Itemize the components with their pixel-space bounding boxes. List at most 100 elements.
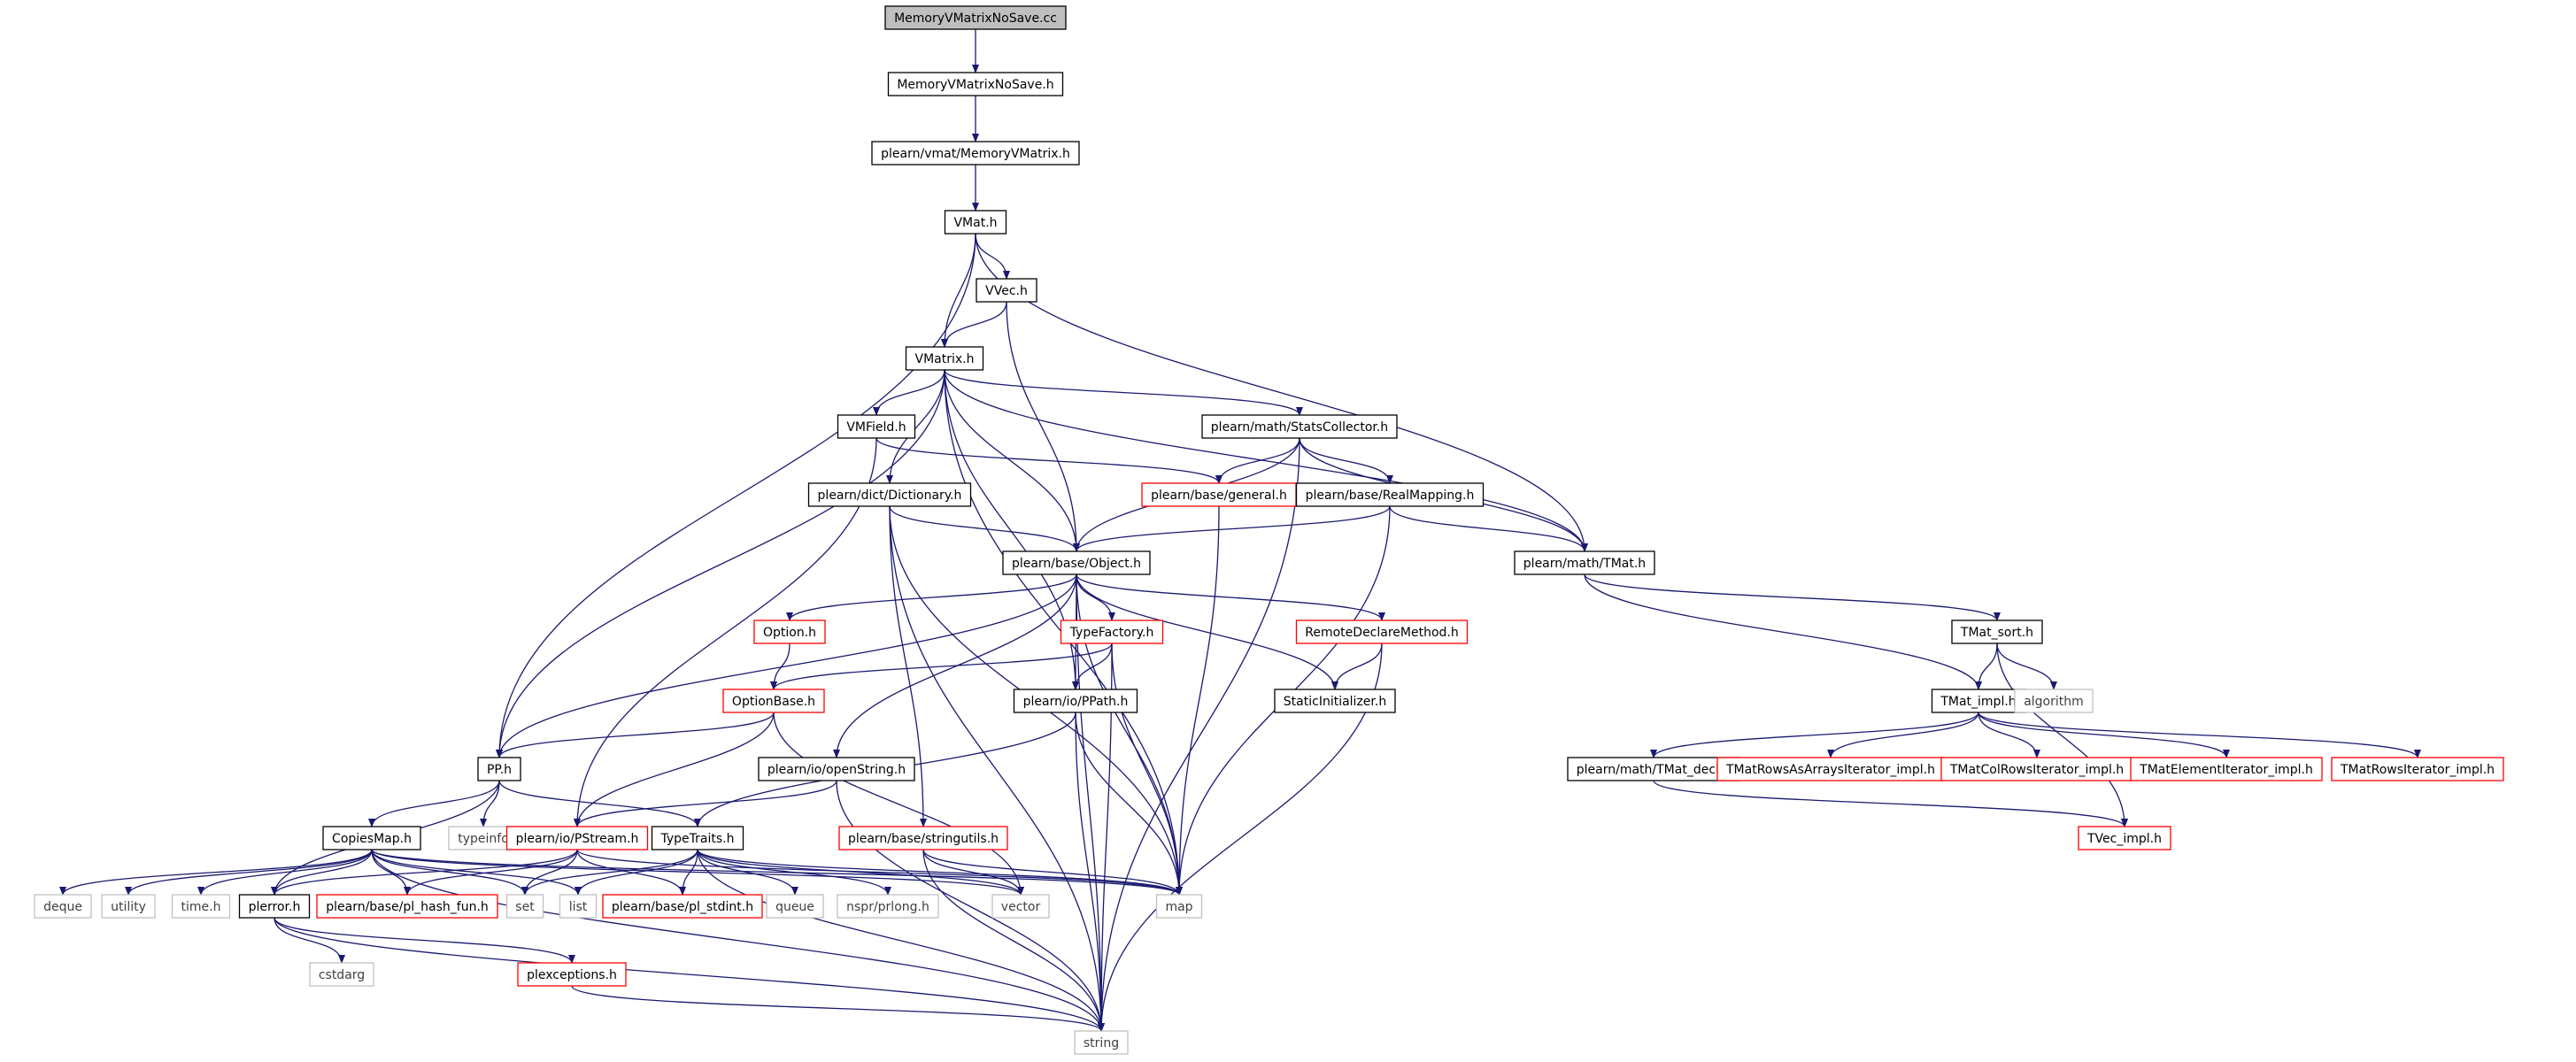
- node-general_h[interactable]: plearn/base/general.h: [1141, 482, 1297, 507]
- edge-PStream_h-to-pl_stdint_h: [576, 849, 686, 896]
- edge-Object_h-to-StaticInitializer_h: [1076, 573, 1338, 690]
- node-label: plearn/base/pl_stdint.h: [612, 900, 753, 914]
- node-vector[interactable]: vector: [991, 894, 1050, 919]
- node-box: [991, 894, 1050, 919]
- node-MemoryVMatrix_h[interactable]: plearn/vmat/MemoryVMatrix.h: [871, 141, 1080, 165]
- node-label: time.h: [181, 900, 221, 914]
- node-pl_stdint_h[interactable]: plearn/base/pl_stdint.h: [602, 894, 763, 919]
- node-Option_h[interactable]: Option.h: [753, 620, 826, 644]
- edge-PP_h-to-CopiesMap_h: [368, 780, 500, 827]
- edge-CopiesMap_h-to-string: [371, 849, 1105, 1032]
- node-MemoryVMatrixNoSave_h[interactable]: MemoryVMatrixNoSave.h: [887, 72, 1064, 96]
- node-TMatRowsAsArraysIterator_impl_h[interactable]: TMatRowsAsArraysIterator_impl.h: [1716, 757, 1945, 781]
- edge-StatsCollector_h-to-RealMapping_h: [1299, 437, 1393, 484]
- node-utility[interactable]: utility: [101, 894, 156, 919]
- node-TMat_sort_h[interactable]: TMat_sort.h: [1951, 620, 2043, 644]
- edge-Object_h-to-RemoteDeclareMethod_h: [1076, 573, 1385, 621]
- edge-TypeTraits_h-to-list: [575, 849, 698, 896]
- edge-TMat_impl_h-to-TMatColRowsIterator_impl_h: [1978, 712, 2040, 758]
- node-OptionBase_h[interactable]: OptionBase.h: [722, 689, 825, 713]
- node-CopiesMap_h[interactable]: CopiesMap.h: [322, 826, 421, 850]
- node-box: [1002, 550, 1151, 575]
- node-label: VMat.h: [953, 216, 997, 230]
- node-box: [238, 894, 311, 919]
- node-label: cstdarg: [319, 968, 365, 982]
- node-pl_hash_fun_h[interactable]: plearn/base/pl_hash_fun.h: [316, 894, 498, 919]
- edge-Object_h-to-string: [1076, 573, 1105, 1032]
- node-label: queue: [775, 900, 814, 914]
- node-box: [2078, 826, 2171, 850]
- edge-Dictionary_h-to-stringutils_h: [889, 505, 927, 827]
- node-VMatrix_h[interactable]: VMatrix.h: [905, 346, 984, 371]
- node-map[interactable]: map: [1155, 894, 1203, 919]
- node-TMat_decl_h[interactable]: plearn/math/TMat_decl.h: [1567, 757, 1740, 781]
- node-box: [838, 826, 1008, 850]
- node-TMat_impl_h[interactable]: TMat_impl.h: [1931, 689, 2026, 713]
- node-label: list: [569, 900, 588, 914]
- edge-OptionBase_h-to-PStream_h: [574, 712, 775, 827]
- node-label: set: [515, 900, 535, 914]
- node-openString_h[interactable]: plearn/io/openString.h: [758, 757, 915, 781]
- node-plexceptions_h[interactable]: plexceptions.h: [517, 962, 627, 987]
- node-PPath_h[interactable]: plearn/io/PPath.h: [1013, 689, 1138, 713]
- edge-StatsCollector_h-to-string: [1098, 437, 1300, 1032]
- node-string[interactable]: string: [1074, 1030, 1129, 1055]
- edge-StatsCollector_h-to-general_h: [1215, 437, 1300, 484]
- node-stringutils_h[interactable]: plearn/base/stringutils.h: [838, 826, 1008, 850]
- node-label: algorithm: [2024, 695, 2084, 709]
- node-label: plearn/base/Object.h: [1012, 557, 1141, 571]
- edge-openString_h-to-PStream_h: [574, 780, 837, 827]
- node-prlong_h[interactable]: nspr/prlong.h: [837, 894, 939, 919]
- edge-PStream_h-to-plerror_h: [271, 849, 578, 896]
- node-label: plearn/base/pl_hash_fun.h: [326, 900, 489, 914]
- node-TMatElementIterator_impl_h[interactable]: TMatElementIterator_impl.h: [2130, 757, 2323, 781]
- edge-TMat_sort_h-to-TMat_impl_h: [1975, 643, 1998, 690]
- node-StatsCollector_h[interactable]: plearn/math/StatsCollector.h: [1201, 414, 1398, 439]
- node-box: [322, 826, 421, 850]
- edge-PPath_h-to-map: [1075, 712, 1183, 896]
- edge-PP_h-to-typeinfo: [480, 780, 500, 827]
- edge-CopiesMap_h-to-plerror_h: [271, 849, 373, 896]
- edge-TypeTraits_h-to-vector: [697, 849, 1024, 896]
- node-PP_h[interactable]: PP.h: [477, 757, 521, 781]
- node-TVec_impl_h[interactable]: TVec_impl.h: [2078, 826, 2171, 850]
- edge-OptionBase_h-to-PP_h: [496, 712, 775, 758]
- node-label: utility: [111, 900, 146, 914]
- node-StaticInitializer_h[interactable]: StaticInitializer.h: [1274, 689, 1396, 713]
- edge-VMField_h-to-general_h: [875, 437, 1222, 484]
- node-label: string: [1084, 1036, 1119, 1050]
- node-TMat_h[interactable]: plearn/math/TMat.h: [1514, 550, 1655, 575]
- node-cstdarg[interactable]: cstdarg: [309, 962, 374, 987]
- node-label: map: [1165, 900, 1192, 914]
- node-label: plearn/io/PStream.h: [516, 832, 639, 846]
- node-label: MemoryVMatrixNoSave.cc: [894, 12, 1057, 26]
- node-TypeTraits_h[interactable]: TypeTraits.h: [651, 826, 744, 850]
- node-Dictionary_h[interactable]: plearn/dict/Dictionary.h: [807, 482, 972, 507]
- node-TypeFactory_h[interactable]: TypeFactory.h: [1060, 620, 1164, 644]
- node-deque[interactable]: deque: [34, 894, 92, 919]
- node-VMField_h[interactable]: VMField.h: [837, 414, 916, 439]
- edge-TypeTraits_h-to-string: [697, 849, 1105, 1032]
- edge-PStream_h-to-map: [576, 849, 1183, 896]
- node-time_h[interactable]: time.h: [171, 894, 231, 919]
- node-VVec_h[interactable]: VVec.h: [976, 278, 1037, 303]
- node-list[interactable]: list: [559, 894, 598, 919]
- node-algorithm[interactable]: algorithm: [2014, 689, 2094, 713]
- node-set[interactable]: set: [505, 894, 544, 919]
- edge-TypeFactory_h-to-OptionBase_h: [770, 643, 1113, 690]
- edge-TypeTraits_h-to-pl_stdint_h: [679, 849, 698, 896]
- node-box: [1155, 894, 1203, 919]
- edge-TypeTraits_h-to-set: [521, 849, 698, 896]
- node-TMatRowsIterator_impl_h[interactable]: TMatRowsIterator_impl.h: [2331, 757, 2504, 781]
- node-VMat_h[interactable]: VMat.h: [944, 210, 1007, 235]
- node-label: plearn/math/TMat.h: [1523, 557, 1646, 571]
- node-Object_h[interactable]: plearn/base/Object.h: [1002, 550, 1151, 575]
- node-box: [753, 620, 826, 644]
- node-RealMapping_h[interactable]: plearn/base/RealMapping.h: [1295, 482, 1485, 507]
- node-queue[interactable]: queue: [766, 894, 824, 919]
- node-RemoteDeclareMethod_h[interactable]: RemoteDeclareMethod.h: [1295, 620, 1469, 644]
- node-box: [837, 414, 916, 439]
- node-TMatColRowsIterator_impl_h[interactable]: TMatColRowsIterator_impl.h: [1940, 757, 2133, 781]
- node-PStream_h[interactable]: plearn/io/PStream.h: [505, 826, 649, 850]
- node-plerror_h[interactable]: plerror.h: [238, 894, 311, 919]
